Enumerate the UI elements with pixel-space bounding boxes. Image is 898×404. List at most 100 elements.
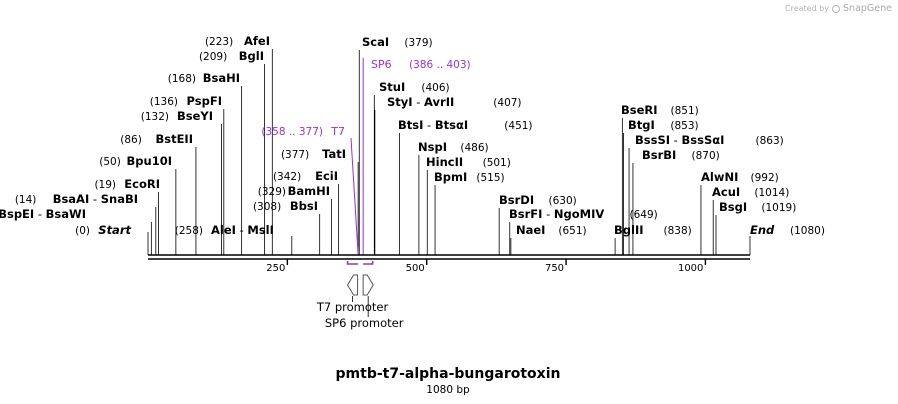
enzyme-coord: (132) (141, 111, 169, 123)
enzyme-label-bpu10i: Bpu10I (127, 154, 172, 168)
credit-brand: SnapGene (843, 3, 892, 14)
map-title: pmtb-t7-alpha-bungarotoxin (336, 366, 561, 382)
enzyme-name: Bpu10I (127, 154, 172, 168)
enzyme-coord: (223) (205, 36, 233, 48)
primer-bar-sp6 (363, 261, 374, 265)
enzyme-coord: (136) (150, 96, 178, 108)
enzyme-label-scai: ScaI (362, 35, 389, 49)
enzyme-coord: (853) (670, 120, 698, 132)
enzyme-name: AfeI (244, 34, 270, 48)
enzyme-label-bglii: BglII (614, 223, 644, 237)
leader-lines (147, 49, 751, 256)
enzyme-name: AcuI (712, 185, 740, 199)
enzyme-label-stui: StuI (379, 80, 405, 94)
enzyme-coord: (407) (493, 97, 521, 109)
enzyme-name: BsaAI - SnaBI (53, 192, 138, 206)
enzyme-coord: (992) (751, 172, 779, 184)
enzyme-label-pspfi: PspFI (187, 94, 222, 108)
enzyme-label-acui: AcuI (712, 185, 740, 199)
enzyme-name: BstEII (155, 132, 193, 146)
snapgene-credit: Created by SnapGene (785, 3, 892, 14)
tick-label-250: 250 (266, 263, 285, 274)
enzyme-coord: (630) (549, 195, 577, 207)
enzyme-label-bamhi: BamHI (288, 184, 330, 198)
enzyme-coord: (1019) (761, 202, 796, 214)
enzyme-label-bpmi: BpmI (434, 170, 467, 184)
t7-promoter-arrow (346, 274, 359, 296)
feature-label-sp6-promoter: SP6 promoter (325, 316, 404, 330)
enzyme-label-ecori: EcoRI (124, 177, 160, 191)
sp6-promoter-arrow (362, 274, 374, 296)
enzyme-label-btgi: BtgI (628, 118, 655, 132)
enzyme-coord: (329) (258, 186, 286, 198)
enzyme-label-nspi: NspI (418, 140, 447, 154)
enzyme-coord: (258) (175, 225, 203, 237)
credit-prefix: Created by (785, 4, 830, 13)
primer-t7-range: (358 .. 377) (261, 126, 323, 138)
snapgene-logo-icon (832, 4, 841, 13)
enzyme-name: BamHI (288, 184, 330, 198)
enzyme-label-alwni: AlwNI (701, 170, 738, 184)
enzyme-name: BsrFI - NgoMIV (509, 207, 604, 221)
feature-arrows (346, 261, 374, 317)
enzyme-coord: (851) (671, 105, 699, 117)
enzyme-label-bgli: BglI (239, 49, 264, 63)
enzyme-name: BtgI (628, 118, 655, 132)
enzyme-coord: (870) (692, 150, 720, 162)
enzyme-coord: (50) (99, 156, 121, 168)
enzyme-label-alei: AleI - MslI (211, 223, 274, 237)
enzyme-coord: (1014) (754, 187, 789, 199)
primer-leader-t7 (350, 137, 359, 256)
sequence-backbone (148, 254, 750, 260)
primer-t7-name: T7 (330, 125, 345, 138)
enzyme-label-naei: NaeI (516, 223, 545, 237)
enzyme-label-hincii: HincII (426, 155, 463, 169)
enzyme-label-bseyi: BseYI (177, 109, 213, 123)
tick-label-500: 500 (406, 263, 425, 274)
enzyme-coord: (19) (94, 179, 116, 191)
enzyme-label-styi: StyI - AvrII (387, 95, 454, 109)
enzyme-name: HincII (426, 155, 463, 169)
enzyme-coord: (209) (199, 51, 227, 63)
enzyme-name: NspI (418, 140, 447, 154)
ruler-ticks: 250 500 750 1000 (266, 259, 707, 274)
start-label: Start (98, 223, 131, 237)
enzyme-name: AlwNI (701, 170, 738, 184)
enzyme-coord: (379) (404, 37, 432, 49)
enzyme-label-bsgi: BsgI (719, 200, 747, 214)
enzyme-label-bbsi: BbsI (290, 199, 318, 213)
enzyme-label-bsssi: BssSI - BssSαI (635, 133, 724, 147)
enzyme-coord: (501) (483, 157, 511, 169)
enzyme-label-bsahi: BsaHI (203, 71, 240, 85)
tick-label-1000: 1000 (678, 263, 703, 274)
enzyme-name: PspFI (187, 94, 222, 108)
enzyme-label-bspei: BspEI - BsaWI (0, 207, 86, 221)
enzyme-label-ecii: EciI (315, 169, 338, 183)
enzyme-coord: (168) (168, 73, 196, 85)
enzyme-labels: BspEI - BsaWI(6)BsaAI - SnaBI(14)EcoRI(1… (0, 34, 825, 330)
enzyme-name: BbsI (290, 199, 318, 213)
enzyme-name: EcoRI (124, 177, 160, 191)
map-length: 1080 bp (426, 384, 470, 396)
tick-label-750: 750 (545, 263, 564, 274)
enzyme-label-bsrdi: BsrDI (499, 193, 534, 207)
enzyme-label-afei: AfeI (244, 34, 270, 48)
enzyme-label-bseri: BseRI (621, 103, 658, 117)
enzyme-coord: (515) (476, 172, 504, 184)
enzyme-name: StuI (379, 80, 405, 94)
enzyme-name: BsgI (719, 200, 747, 214)
enzyme-name: BseYI (177, 109, 213, 123)
primer-bar-t7 (346, 261, 359, 265)
enzyme-label-bsaai: BsaAI - SnaBI (53, 192, 138, 206)
enzyme-coord: (863) (756, 135, 784, 147)
enzyme-name: BglI (239, 49, 264, 63)
enzyme-label-bsrbi: BsrBI (642, 148, 676, 162)
enzyme-coord: (342) (273, 171, 301, 183)
enzyme-coord: (486) (460, 142, 488, 154)
enzyme-label-bsteii: BstEII (155, 132, 193, 146)
enzyme-coord: (377) (281, 149, 309, 161)
end-label: End (750, 223, 775, 237)
enzyme-name: BspEI - BsaWI (0, 207, 86, 221)
enzyme-coord: (406) (421, 82, 449, 94)
